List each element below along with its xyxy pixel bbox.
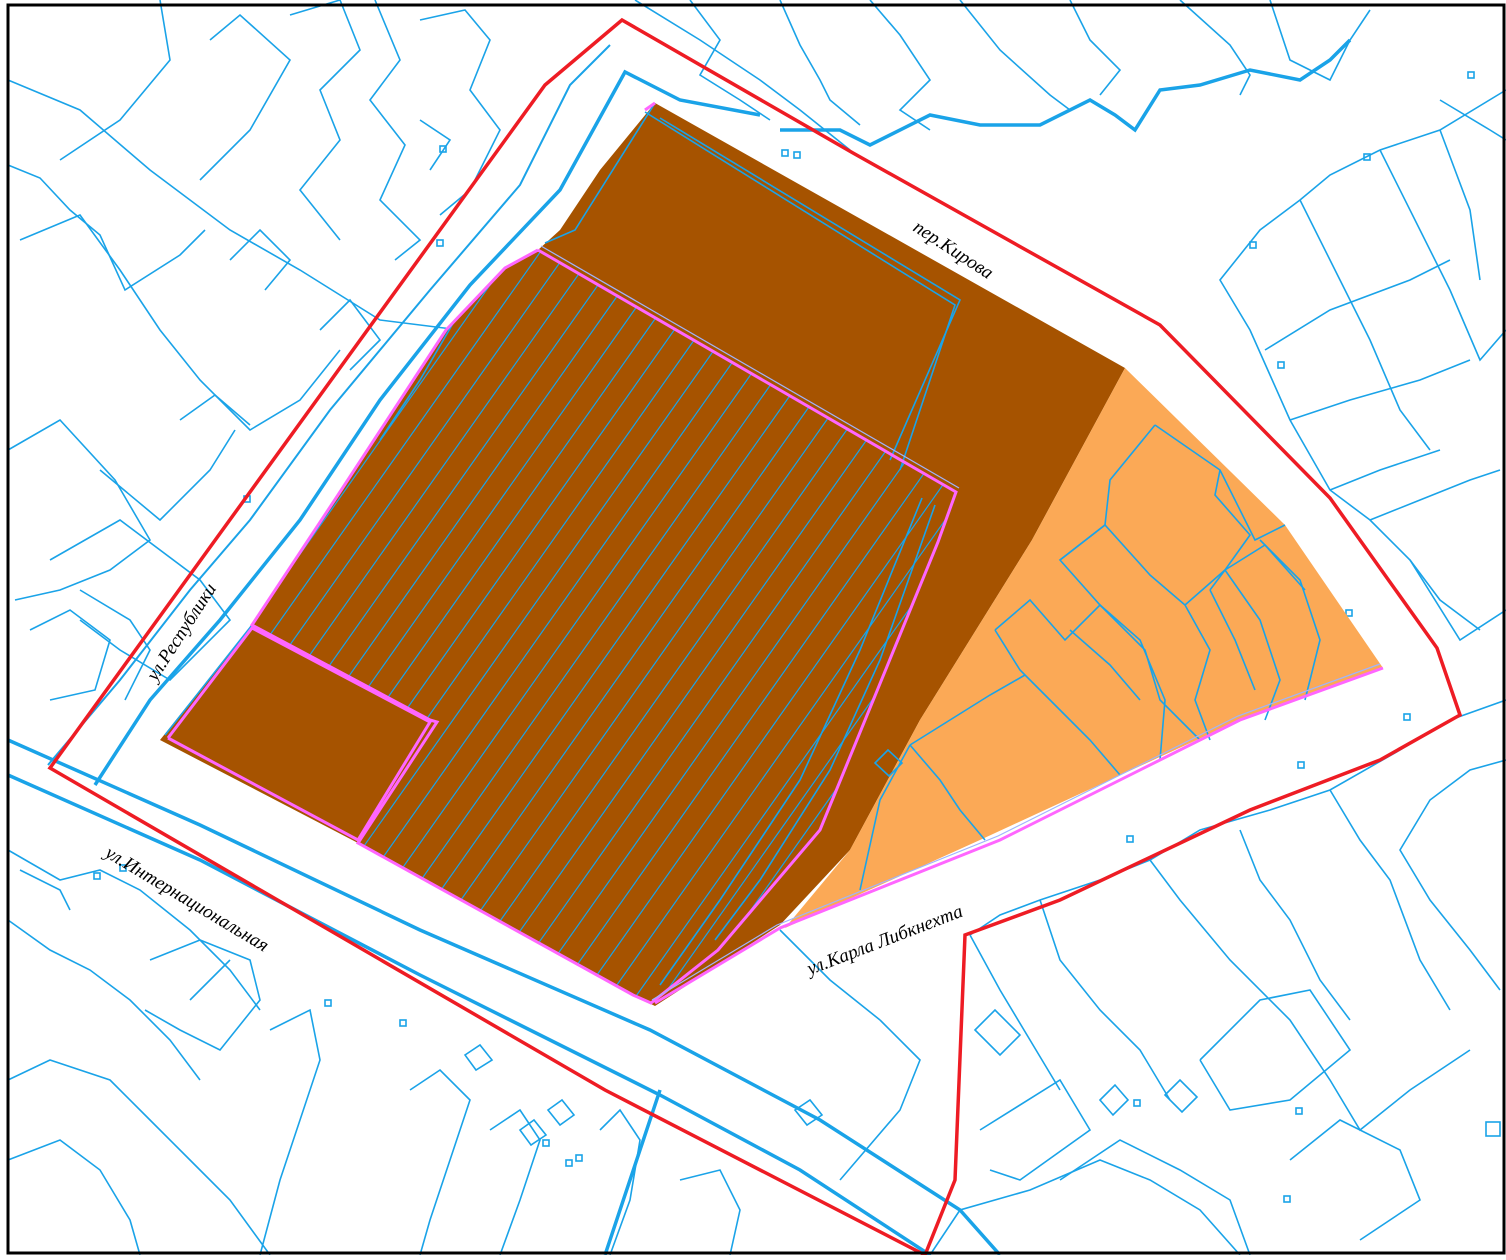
street-label-internatsionalnaya: ул.Интернациональная [100,841,273,956]
hatch-line [252,250,605,1003]
hatch-line [0,200,64,1050]
map-border [6,3,1506,1255]
hatch-line [0,200,37,1050]
hatch-line [0,200,118,1050]
hatch-line [0,200,145,1050]
hatch-line [516,250,956,1003]
residential-zone [785,368,1383,928]
hatch-line [597,250,956,1003]
hatch-line [543,250,956,1003]
hatch-line [252,250,659,1003]
hatch-line [252,250,713,1003]
street-label-karla-libknekhta: ул.Карла Либкнехта [802,901,965,980]
inner-parcel-outlines [164,102,1321,986]
surrounding-parcels [7,0,1506,1257]
hatch-line [489,250,956,1003]
hatch-line [252,250,740,1003]
project-boundary [47,17,1463,1258]
hatch-line [0,200,91,1050]
hatch-line [252,250,632,1003]
hatch-line [462,250,956,1003]
hatch-line [252,250,686,1003]
built-zone [160,103,1125,1006]
hatched-parcel-boundary [166,101,1384,1005]
hatch-line [252,250,578,1003]
hatch-line [252,250,551,1003]
hatch-line [0,200,199,1050]
